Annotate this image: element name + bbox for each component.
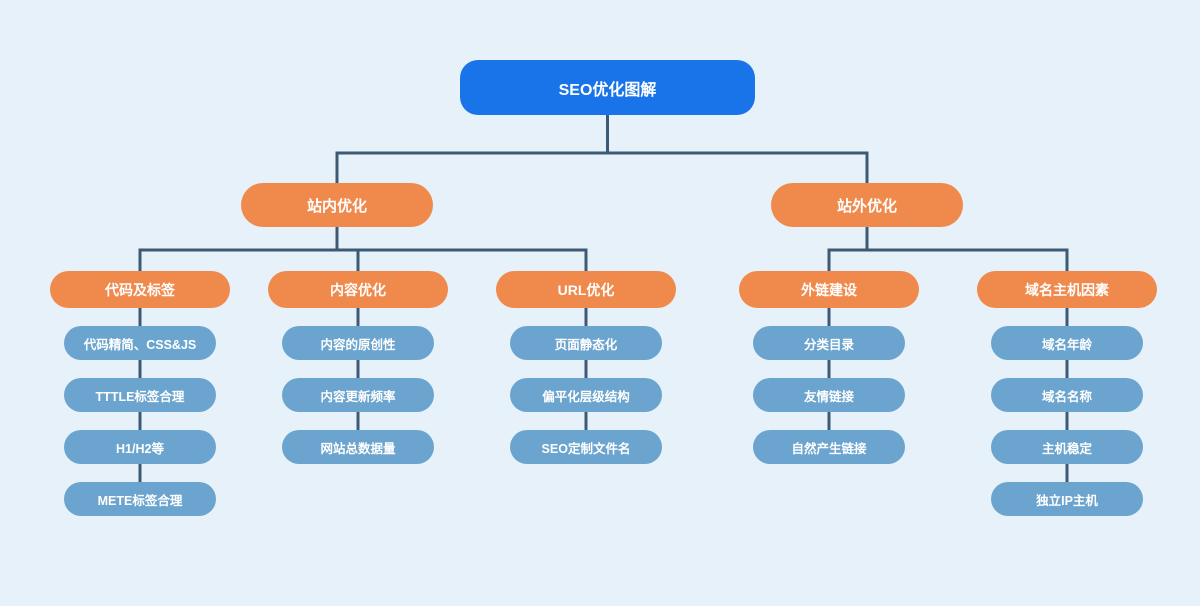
group-backlink-building: 外链建设 <box>739 271 919 308</box>
leaf-flat-hierarchy-structure: 偏平化层级结构 <box>510 378 662 412</box>
leaf-h1-h2: H1/H2等 <box>64 430 216 464</box>
leaf-dedicated-ip-host: 独立IP主机 <box>991 482 1143 516</box>
leaf-category-directory: 分类目录 <box>753 326 905 360</box>
branch-onsite-optimization: 站内优化 <box>241 183 433 227</box>
leaf-domain-name: 域名名称 <box>991 378 1143 412</box>
leaf-page-staticization: 页面静态化 <box>510 326 662 360</box>
leaf-content-update-frequency: 内容更新频率 <box>282 378 434 412</box>
group-url-optimization: URL优化 <box>496 271 676 308</box>
leaf-domain-age: 域名年龄 <box>991 326 1143 360</box>
group-content-optimization: 内容优化 <box>268 271 448 308</box>
root-node: SEO优化图解 <box>460 60 755 115</box>
leaf-naturally-generated-links: 自然产生链接 <box>753 430 905 464</box>
connector-column-chains <box>138 308 1069 482</box>
leaf-content-originality: 内容的原创性 <box>282 326 434 360</box>
leaf-site-total-data-volume: 网站总数据量 <box>282 430 434 464</box>
connector-onsite-spread <box>138 248 588 271</box>
leaf-host-stability: 主机稳定 <box>991 430 1143 464</box>
leaf-friendly-links: 友情链接 <box>753 378 905 412</box>
group-domain-host-factors: 域名主机因素 <box>977 271 1157 308</box>
leaf-seo-custom-filename: SEO定制文件名 <box>510 430 662 464</box>
leaf-title-tag-proper: TTTLE标签合理 <box>64 378 216 412</box>
connector-tier1 <box>335 151 869 183</box>
leaf-meta-tag-proper: METE标签合理 <box>64 482 216 516</box>
group-code-and-tags: 代码及标签 <box>50 271 230 308</box>
leaf-code-minify-css-js: 代码精简、CSS&JS <box>64 326 216 360</box>
connector-offsite-spread <box>827 248 1069 271</box>
branch-offsite-optimization: 站外优化 <box>771 183 963 227</box>
